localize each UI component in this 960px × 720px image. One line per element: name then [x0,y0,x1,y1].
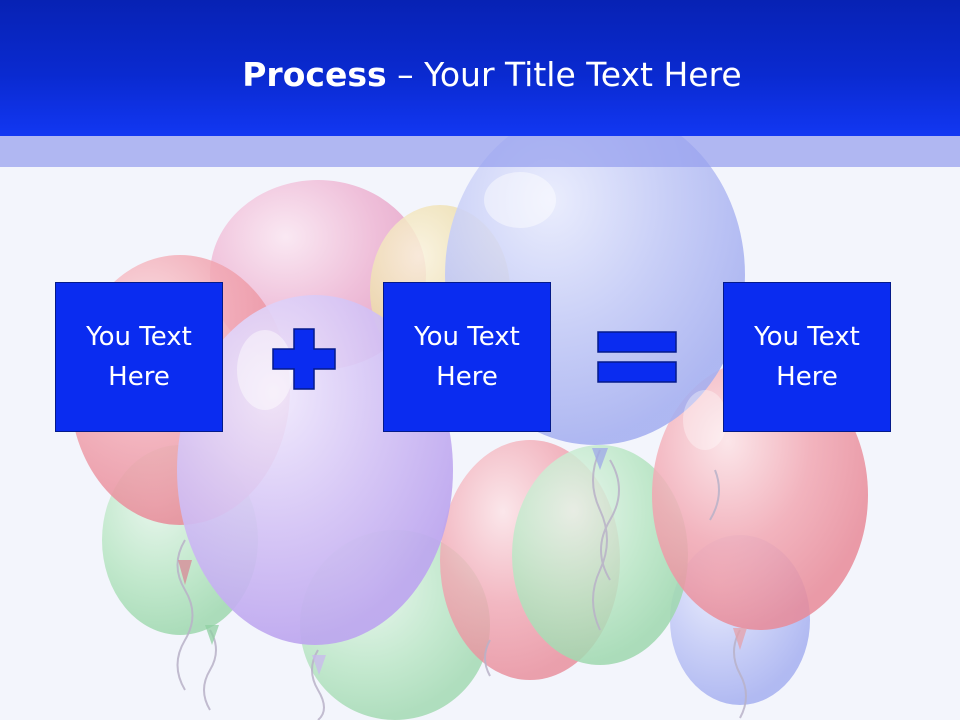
title-bar [0,0,960,136]
equals-icon [597,331,677,383]
text-box-1[interactable]: You Text Here [55,282,223,432]
text-box-3-label: You Text Here [754,322,860,392]
title-regular-text: – Your Title Text Here [386,55,742,94]
text-box-2-label: You Text Here [414,322,520,392]
title-bold-text: Process [242,55,387,94]
text-box-3[interactable]: You Text Here [723,282,891,432]
title-accent-band [0,136,960,167]
text-box-2[interactable]: You Text Here [383,282,551,432]
plus-icon [272,328,336,390]
text-box-1-label: You Text Here [86,322,192,392]
slide-title[interactable]: Process – Your Title Text Here [0,54,960,96]
